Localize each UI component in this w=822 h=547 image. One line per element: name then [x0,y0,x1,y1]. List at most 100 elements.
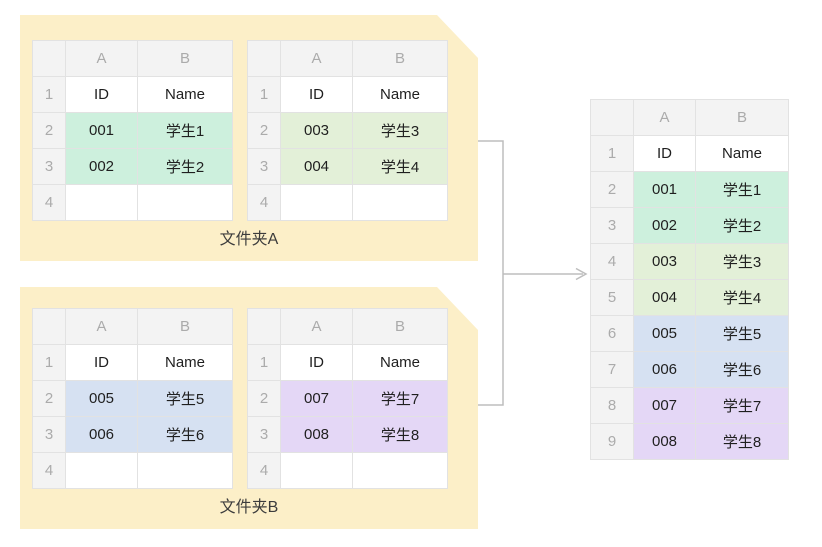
sheet-row: 7 006 学生6 [590,351,789,388]
sheet-row: 3 004 学生4 [248,149,448,185]
arrow-head [575,267,588,281]
row-number: 2 [590,171,634,208]
sheet-header-row: A B [33,309,233,345]
cell: 004 [633,279,696,316]
cell: 005 [633,315,696,352]
sheet-row: 2 001 学生1 [33,113,233,149]
sheet-row: 4 [248,453,448,489]
cell: 学生7 [353,381,448,417]
bracket-line [478,140,504,406]
sheet-row: 4 [33,453,233,489]
sheet-corner-cell [590,99,634,136]
row-number: 2 [248,113,281,149]
row-number: 9 [590,423,634,460]
sheet-row: 2 005 学生5 [33,381,233,417]
cell: Name [138,77,233,113]
sheet-row: 2 003 学生3 [248,113,448,149]
cell: 007 [281,381,353,417]
sheet-row: 2 007 学生7 [248,381,448,417]
cell: Name [138,345,233,381]
sheet-row: 4 003 学生3 [590,243,789,280]
sheet-corner-cell [33,41,66,77]
row-number: 2 [33,113,66,149]
sheet-row: 2 001 学生1 [590,171,789,208]
cell: 004 [281,149,353,185]
spreadsheet-b1: A B 1 ID Name 2 005 学生5 3 006 学生6 [32,308,233,489]
row-number: 5 [590,279,634,316]
row-number: 6 [590,315,634,352]
cell [281,453,353,489]
cell: 学生6 [138,417,233,453]
col-header-b: B [353,309,448,345]
sheet-corner-cell [33,309,66,345]
col-header-a: A [66,41,138,77]
cell: Name [695,135,789,172]
cell: 学生1 [138,113,233,149]
row-number: 4 [248,453,281,489]
cell: 001 [633,171,696,208]
spreadsheet-b2: A B 1 ID Name 2 007 学生7 3 008 学生8 [247,308,448,489]
cell [66,453,138,489]
row-number: 1 [33,77,66,113]
cell: 002 [66,149,138,185]
cell: 学生4 [695,279,789,316]
row-number: 3 [248,149,281,185]
sheet-row: 3 002 学生2 [33,149,233,185]
sheet-header-row: A B [248,41,448,77]
sheet-row: 1 ID Name [248,345,448,381]
cell: 007 [633,387,696,424]
row-number: 3 [248,417,281,453]
sheet-row: 5 004 学生4 [590,279,789,316]
cell [138,453,233,489]
cell: 008 [281,417,353,453]
cell [353,185,448,221]
cell: 003 [281,113,353,149]
col-header-b: B [695,99,789,136]
sheet-row: 8 007 学生7 [590,387,789,424]
sheet-header-row: A B [590,99,789,136]
cell: ID [66,77,138,113]
row-number: 3 [590,207,634,244]
sheet-row: 9 008 学生8 [590,423,789,460]
sheet-row: 3 008 学生8 [248,417,448,453]
cell: 001 [66,113,138,149]
cell: Name [353,345,448,381]
sheet-corner-cell [248,309,281,345]
cell: 学生1 [695,171,789,208]
cell: 学生6 [695,351,789,388]
row-number: 4 [33,185,66,221]
sheet-row: 4 [33,185,233,221]
col-header-a: A [633,99,696,136]
cell: ID [633,135,696,172]
cell [66,185,138,221]
cell: 学生8 [695,423,789,460]
sheet-row: 1 ID Name [248,77,448,113]
row-number: 1 [33,345,66,381]
cell: 008 [633,423,696,460]
spreadsheet-a2: A B 1 ID Name 2 003 学生3 3 004 学生4 [247,40,448,221]
sheet-row: 1 ID Name [33,77,233,113]
cell: 003 [633,243,696,280]
sheet-row: 3 002 学生2 [590,207,789,244]
cell: 学生2 [695,207,789,244]
row-number: 1 [590,135,634,172]
cell: Name [353,77,448,113]
cell: 006 [66,417,138,453]
folder-b-shape: A B 1 ID Name 2 005 学生5 3 006 学生6 [20,287,478,529]
col-header-a: A [281,309,353,345]
row-number: 1 [248,345,281,381]
sheet-corner-cell [248,41,281,77]
cell: 学生2 [138,149,233,185]
row-number: 4 [590,243,634,280]
cell [138,185,233,221]
folder-a-label: 文件夹A [219,231,279,248]
cell: 学生8 [353,417,448,453]
sheet-header-row: A B [33,41,233,77]
sheet-row: 1 ID Name [590,135,789,172]
row-number: 3 [33,417,66,453]
sheet-row: 4 [248,185,448,221]
cell: 学生3 [353,113,448,149]
cell [281,185,353,221]
cell: 学生3 [695,243,789,280]
